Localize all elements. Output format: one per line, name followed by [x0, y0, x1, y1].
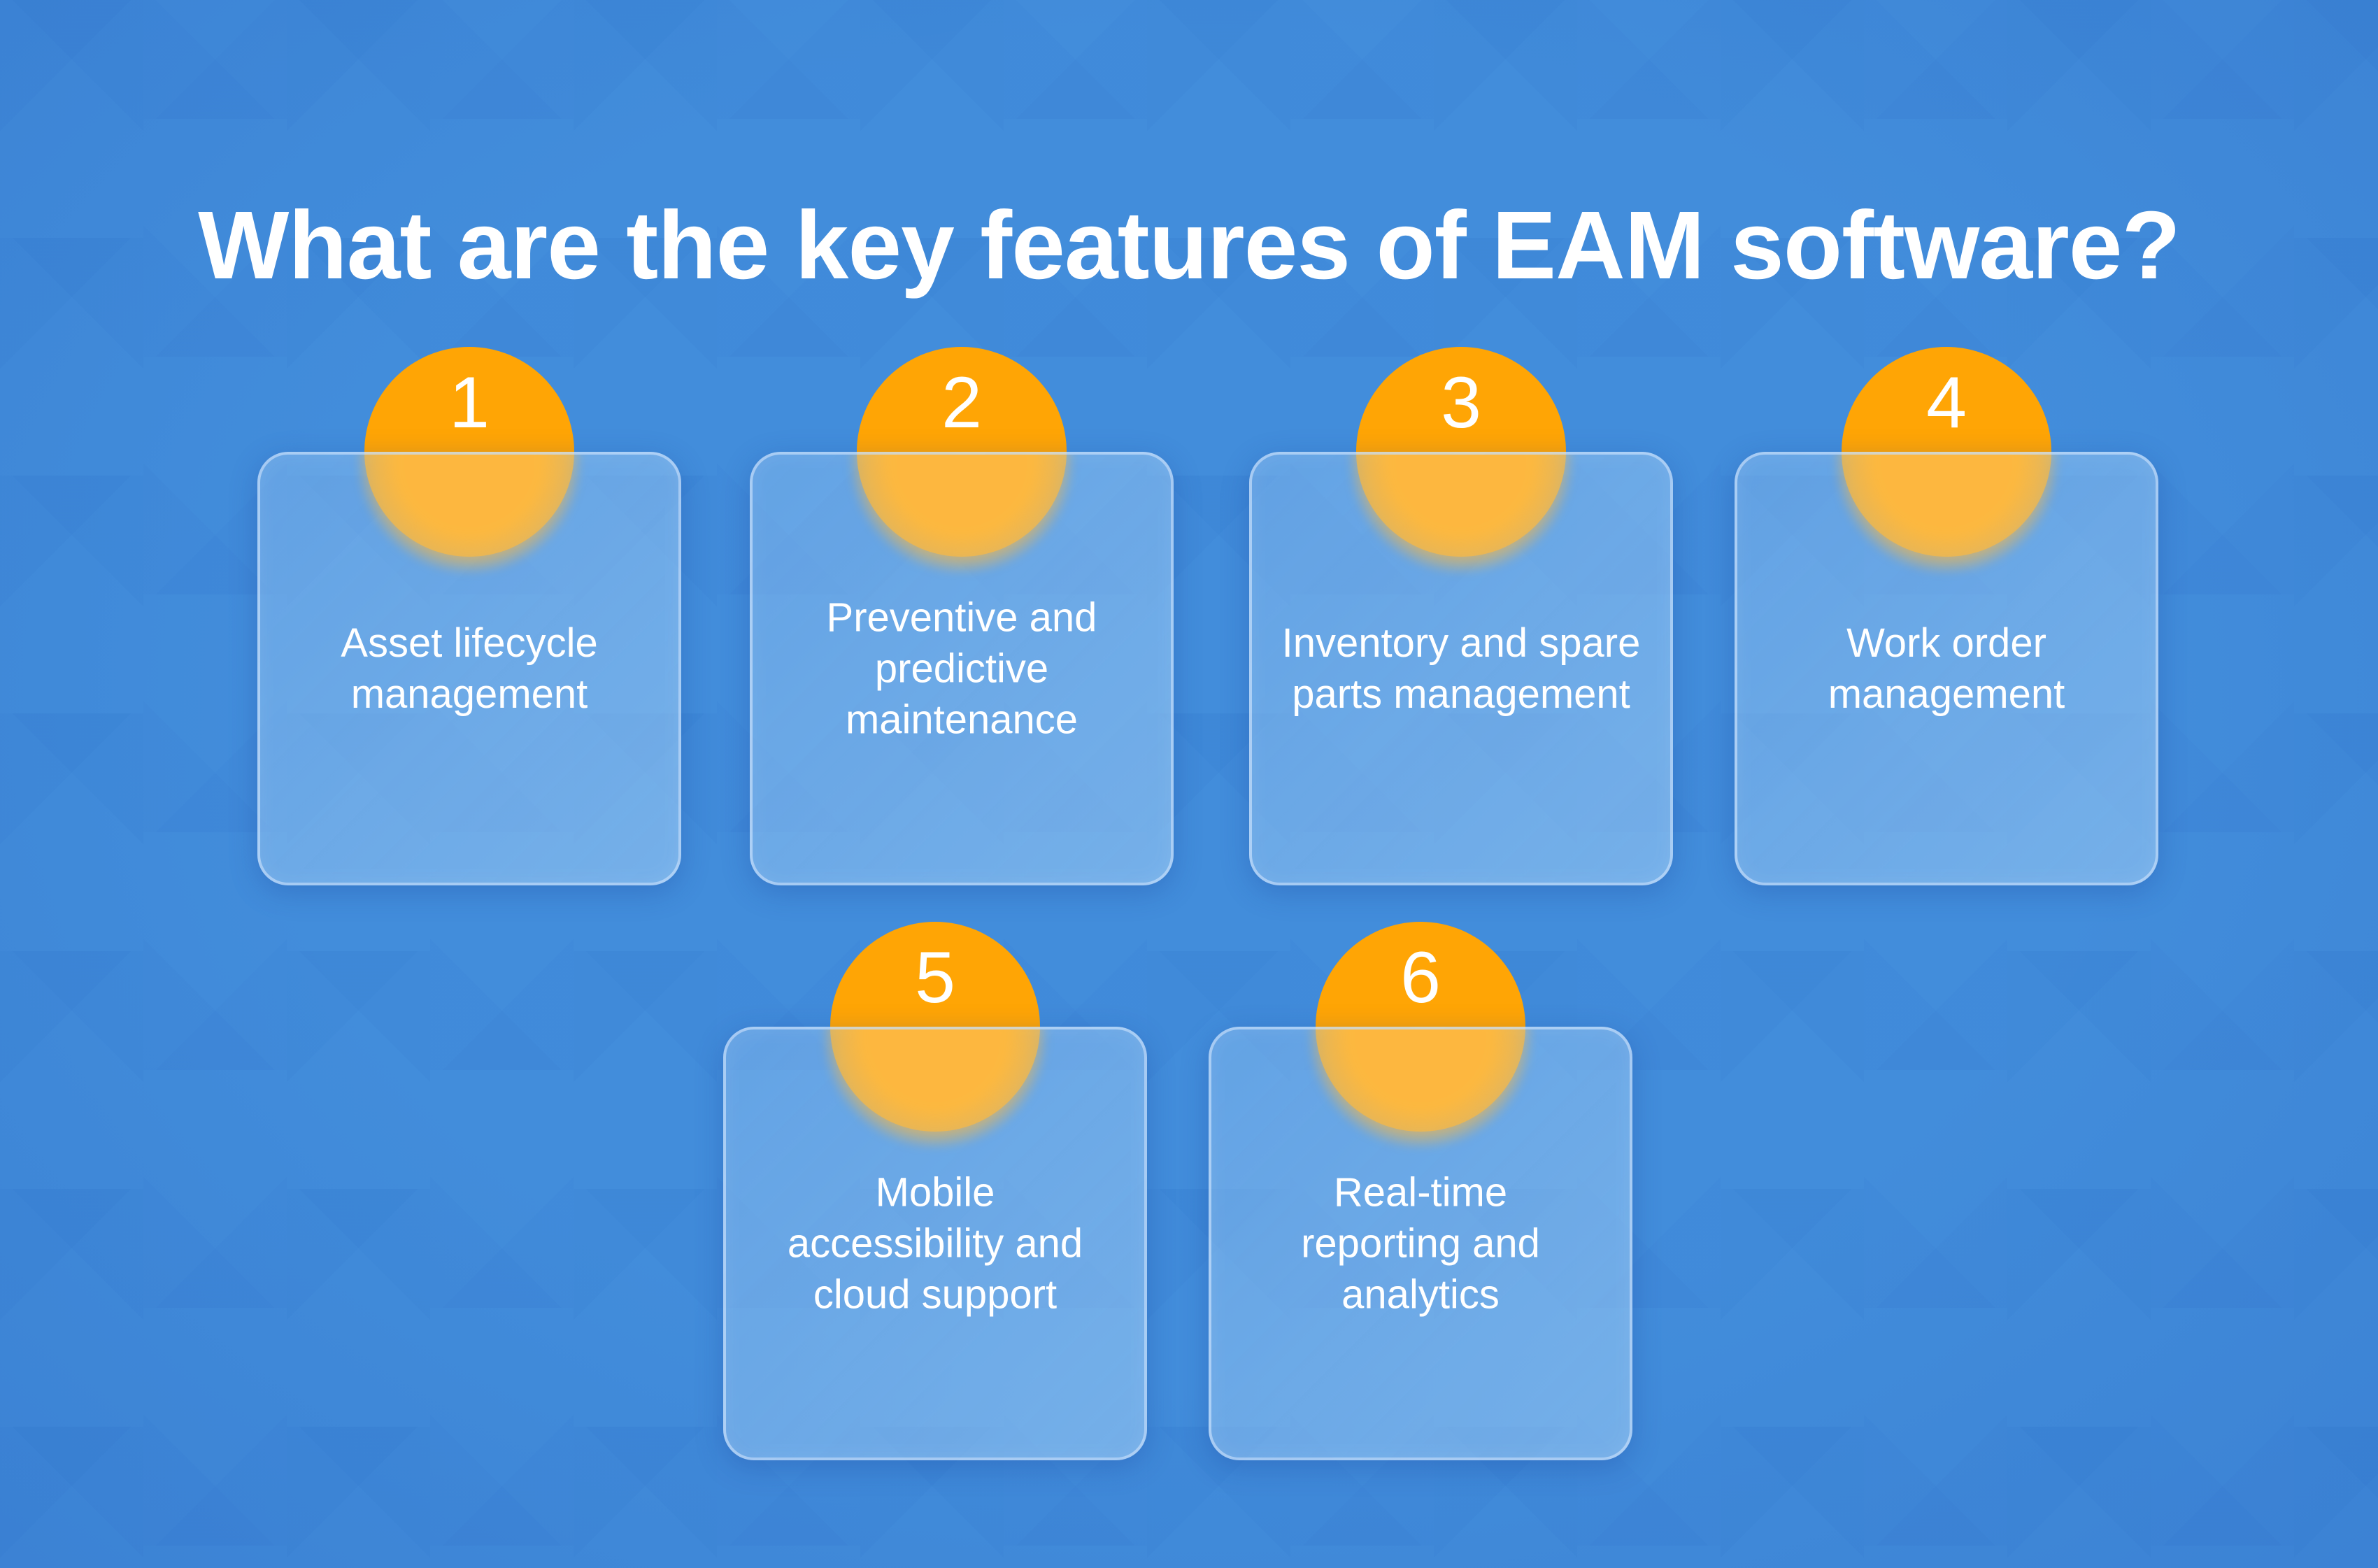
badge-glow — [850, 455, 1074, 573]
feature-label-line: Mobile — [875, 1169, 995, 1216]
badge-number: 4 — [1926, 362, 1967, 443]
badge-number: 1 — [449, 362, 490, 443]
feature-label: Work order management — [1758, 618, 2135, 720]
badge-number: 2 — [941, 362, 982, 443]
feature-label-line: parts management — [1292, 671, 1630, 717]
feature-label: Mobile accessibility and cloud support — [747, 1167, 1123, 1320]
glass-card: Work order management — [1735, 452, 2158, 885]
badge-glow — [823, 1029, 1047, 1148]
feature-card-5: 5 Mobile accessibility and cloud support — [723, 922, 1147, 1460]
feature-label: Real-time reporting and analytics — [1232, 1167, 1609, 1320]
feature-label: Inventory and spare parts management — [1273, 618, 1649, 720]
feature-label: Asset lifecycle management — [281, 618, 657, 720]
glass-card: Mobile accessibility and cloud support — [723, 1027, 1147, 1460]
feature-label-line: management — [350, 671, 588, 717]
badge-glow — [1309, 1029, 1532, 1148]
feature-card-2: 2 Preventive and predictive maintenance — [750, 347, 1174, 885]
badge-glow — [357, 455, 581, 573]
feature-label-line: predictive — [874, 646, 1049, 692]
feature-card-6: 6 Real-time reporting and analytics — [1209, 922, 1632, 1460]
feature-label-line: Inventory and spare — [1281, 620, 1641, 666]
feature-label-line: maintenance — [845, 697, 1078, 743]
feature-label-line: analytics — [1341, 1271, 1500, 1318]
glass-card: Preventive and predictive maintenance — [750, 452, 1174, 885]
feature-label-line: management — [1828, 671, 2065, 717]
glass-card: Inventory and spare parts management — [1249, 452, 1673, 885]
feature-card-4: 4 Work order management — [1735, 347, 2158, 885]
badge-number: 6 — [1400, 937, 1441, 1018]
feature-label-line: Work order — [1846, 620, 2046, 666]
feature-label-line: Asset lifecycle — [341, 620, 598, 666]
glass-card: Asset lifecycle management — [257, 452, 681, 885]
feature-card-1: 1 Asset lifecycle management — [257, 347, 681, 885]
badge-glow — [1349, 455, 1573, 573]
badge-number: 3 — [1441, 362, 1481, 443]
badge-number: 5 — [915, 937, 955, 1018]
feature-label: Preventive and predictive maintenance — [774, 592, 1150, 746]
feature-label-line: Real-time — [1333, 1169, 1508, 1216]
feature-label-line: cloud support — [813, 1271, 1058, 1318]
feature-label-line: Preventive and — [826, 594, 1097, 641]
glass-card: Real-time reporting and analytics — [1209, 1027, 1632, 1460]
feature-label-line: reporting and — [1301, 1220, 1540, 1267]
page-title: What are the key features of EAM softwar… — [198, 192, 2181, 300]
feature-card-3: 3 Inventory and spare parts management — [1249, 347, 1673, 885]
badge-glow — [1835, 455, 2058, 573]
feature-label-line: accessibility and — [787, 1220, 1083, 1267]
